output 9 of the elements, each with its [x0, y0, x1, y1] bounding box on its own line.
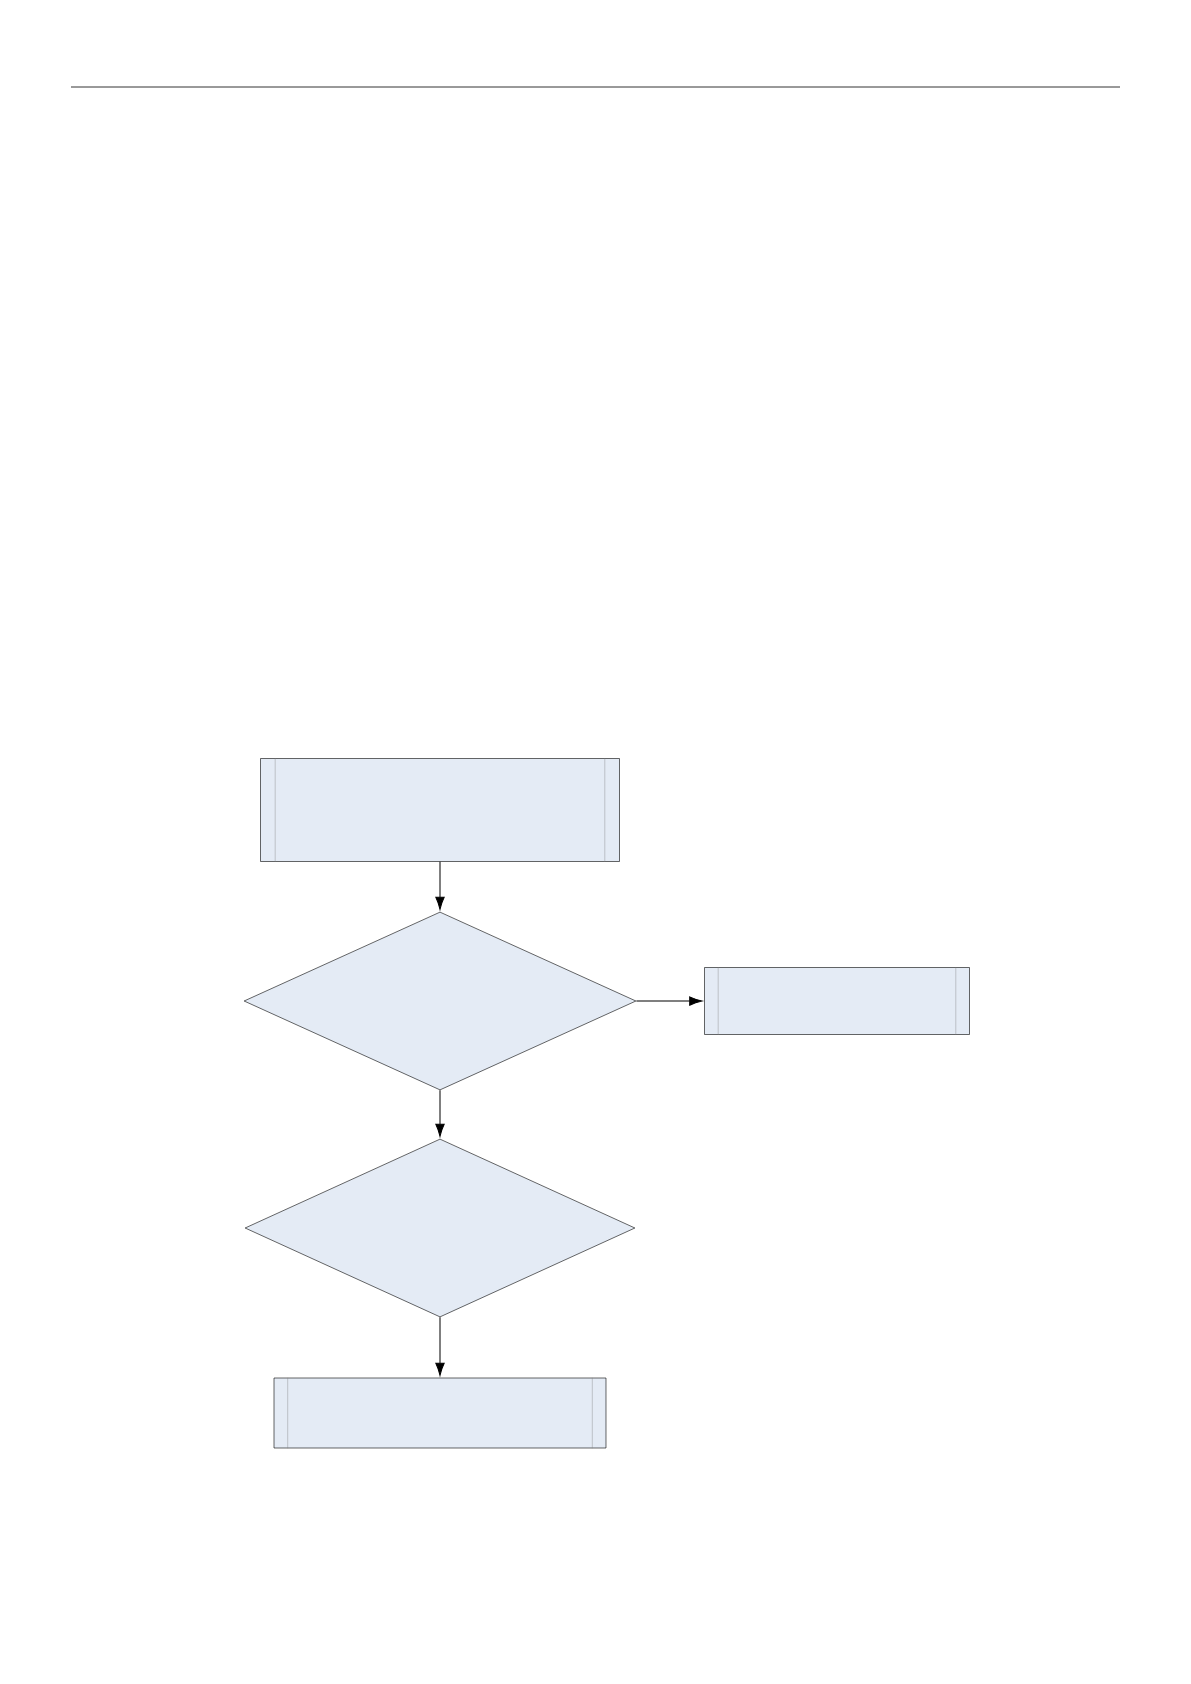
arrow	[435, 1316, 445, 1376]
decision-diamond	[243, 911, 637, 1091]
arrow	[435, 861, 445, 910]
process-box	[273, 1377, 607, 1449]
arrow	[435, 1089, 445, 1137]
decision-diamond	[244, 1138, 636, 1318]
arrow	[635, 996, 703, 1006]
process-box	[260, 758, 620, 862]
process-box	[704, 967, 970, 1035]
